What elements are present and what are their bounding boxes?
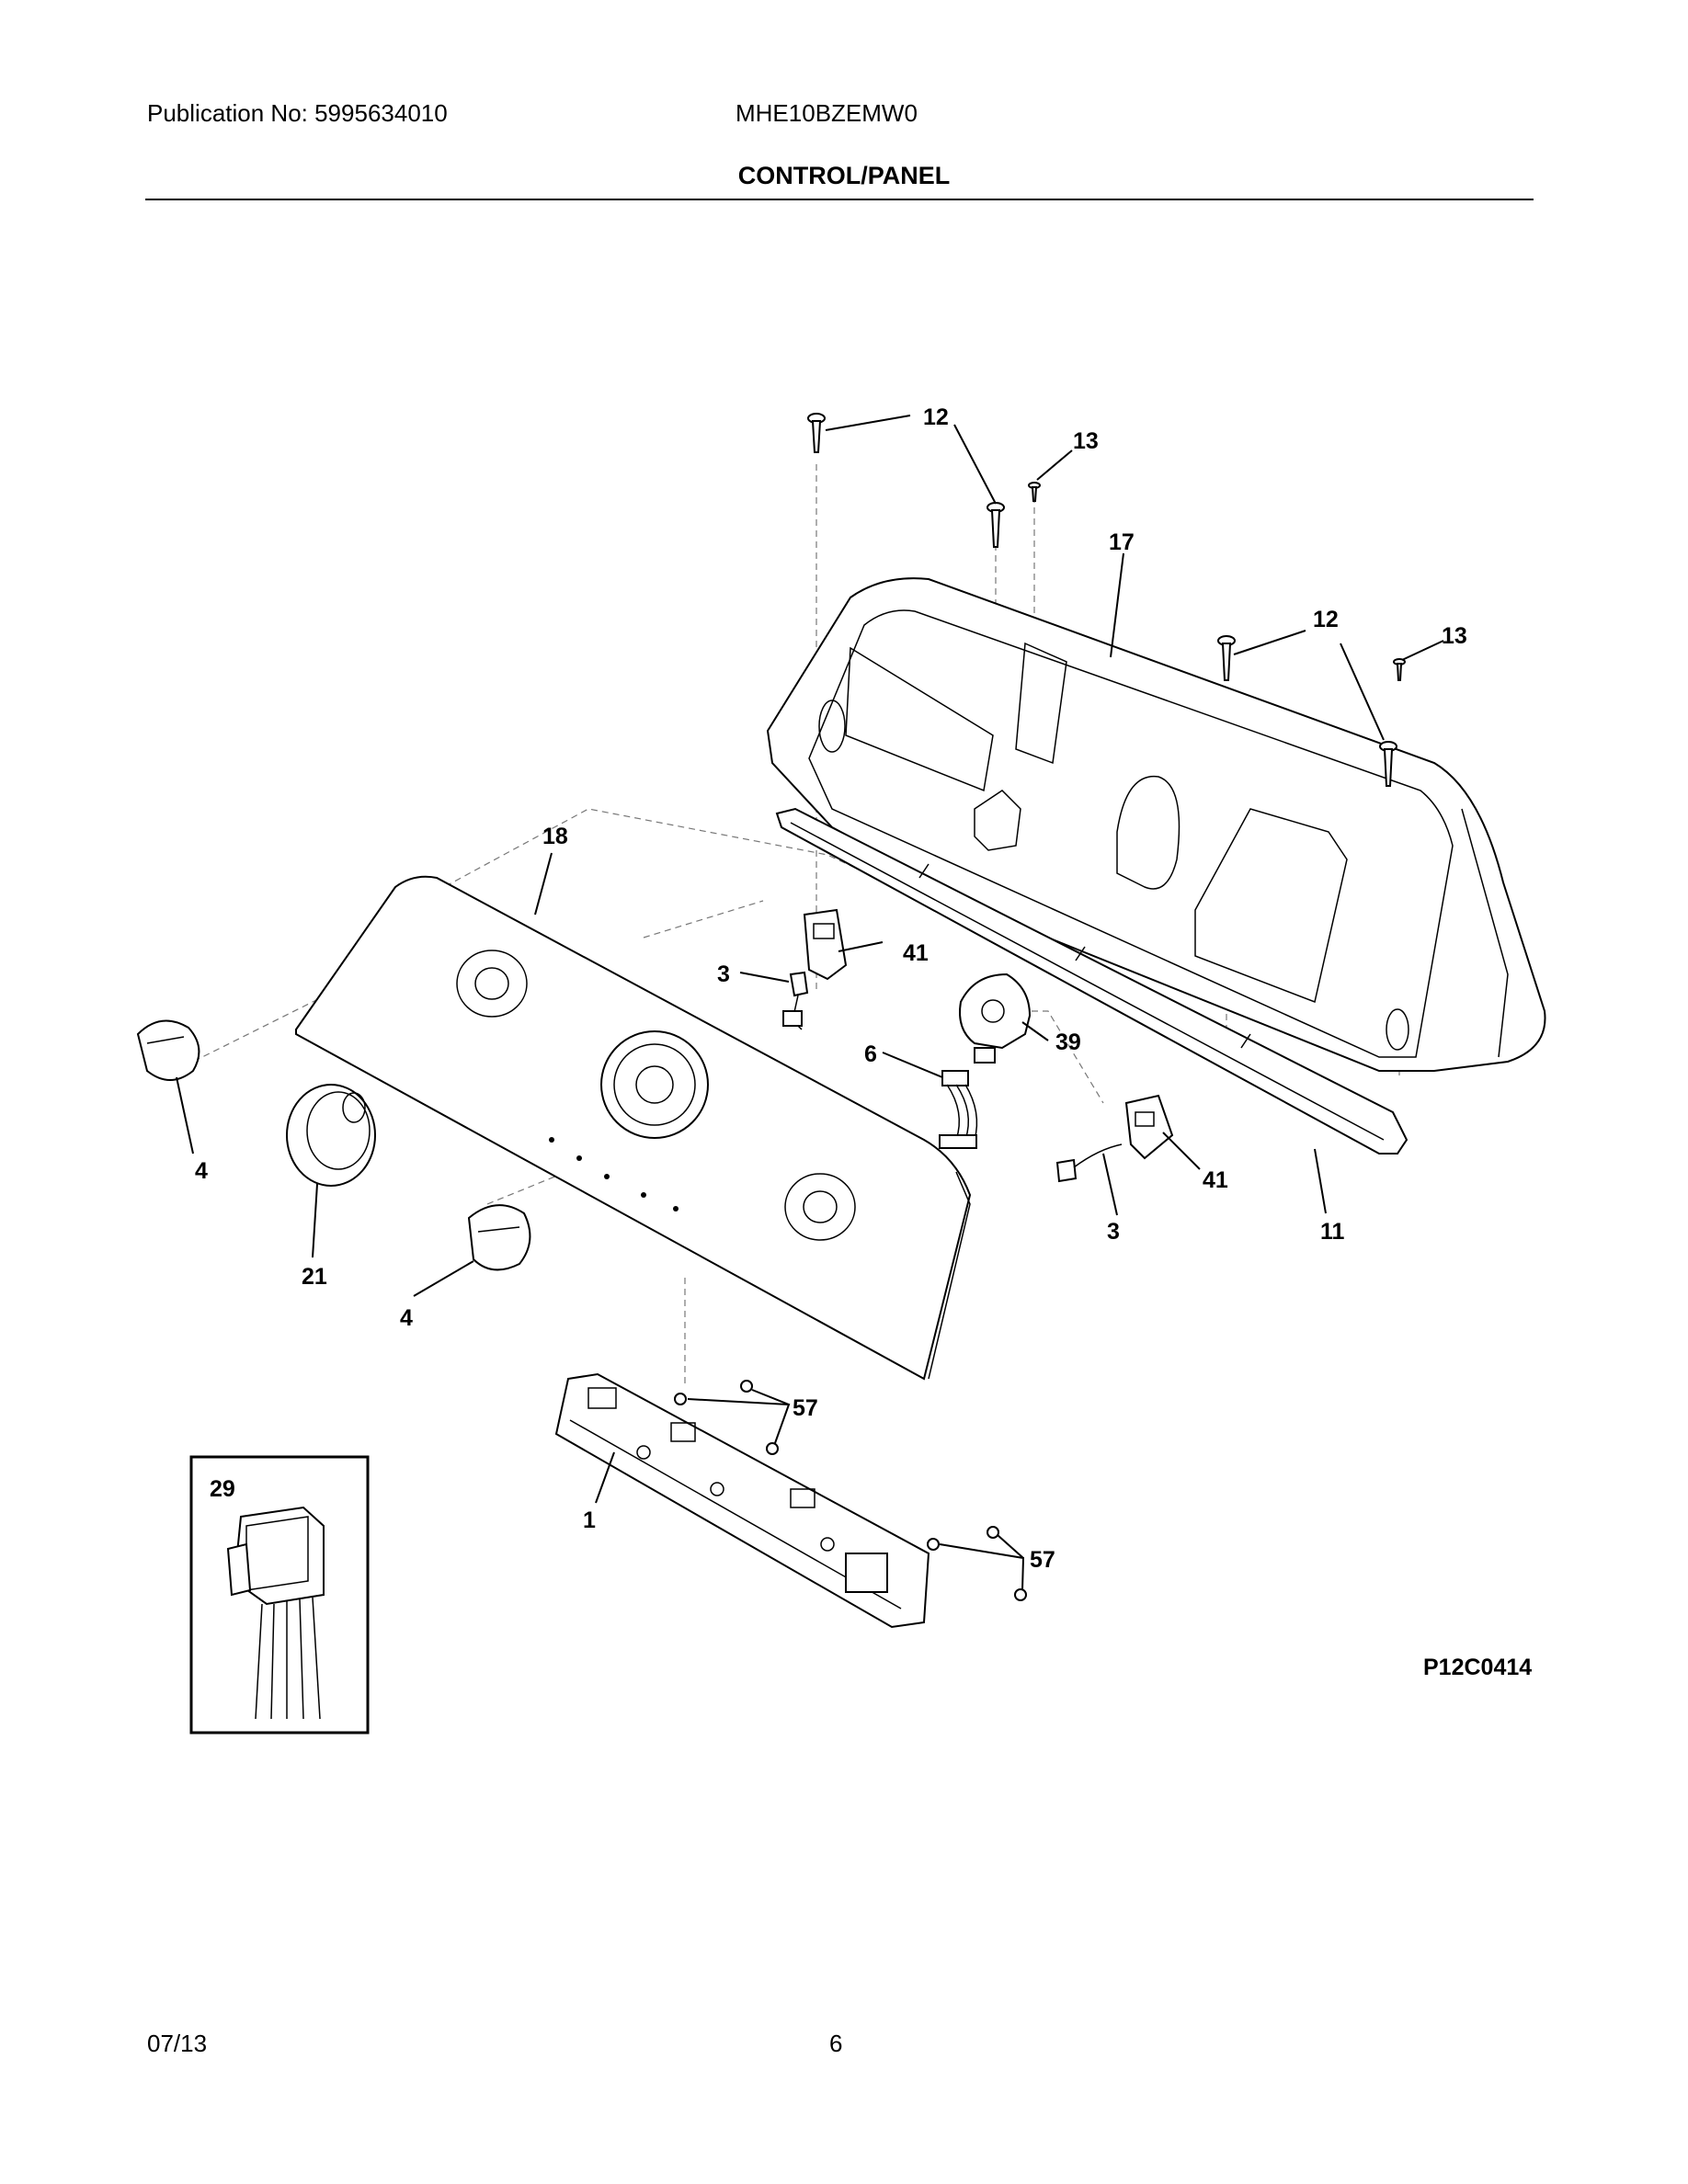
leader-lines	[176, 415, 1444, 1591]
callout-57: 57	[793, 1395, 818, 1421]
dial-knob-part-21	[286, 1084, 376, 1187]
screws-part-57-lower	[927, 1526, 1027, 1601]
screws-part-57-upper	[674, 1380, 779, 1455]
callout-13: 13	[1442, 623, 1467, 649]
callout-12: 12	[1313, 607, 1339, 632]
callout-1: 1	[583, 1507, 596, 1533]
control-panel-part-18	[295, 875, 972, 1381]
screw-part-13-a	[1028, 482, 1041, 502]
callout-41: 41	[1203, 1167, 1228, 1193]
trim-strip-part-11	[775, 807, 1409, 1155]
knob-part-4-upper	[136, 1019, 200, 1081]
diagram-code: P12C0414	[1423, 1655, 1533, 1680]
console-housing-part-17	[766, 577, 1546, 1072]
harness-part-6	[939, 1070, 978, 1149]
callout-41: 41	[903, 940, 929, 966]
callout-17: 17	[1109, 529, 1135, 555]
callout-11: 11	[1320, 1219, 1345, 1245]
callout-29: 29	[210, 1476, 235, 1502]
connector-part-3-upper	[782, 971, 809, 1030]
screw-part-12-c	[1217, 635, 1236, 681]
callout-39: 39	[1055, 1029, 1081, 1055]
callout-labels: 12 13 17 12 13 18 41 3 39 6 4 41 3 11 21…	[195, 404, 1467, 1573]
header-divider	[145, 199, 1534, 200]
callout-57: 57	[1030, 1547, 1055, 1573]
footer-date: 07/13	[147, 2030, 208, 2057]
publication-number: Publication No: 5995634010	[147, 99, 448, 127]
connector-detail-part-29	[189, 1455, 370, 1735]
screw-part-13-b	[1393, 658, 1406, 681]
page-title: CONTROL/PANEL	[737, 162, 951, 189]
selector-switch-part-39	[959, 973, 1032, 1064]
knob-part-4-lower	[467, 1204, 531, 1271]
screw-part-12-a	[807, 413, 826, 453]
switch-part-41-upper	[803, 908, 848, 981]
callout-3: 3	[717, 961, 730, 987]
connector-part-3-lower	[1055, 1143, 1123, 1183]
callout-18: 18	[542, 824, 568, 849]
switch-part-41-lower	[1124, 1094, 1174, 1160]
callout-13: 13	[1073, 428, 1099, 454]
control-board-part-1	[554, 1372, 930, 1629]
callout-21: 21	[302, 1264, 327, 1290]
callout-4: 4	[195, 1158, 208, 1184]
screw-part-12-d	[1379, 741, 1397, 787]
model-number: MHE10BZEMW0	[736, 99, 918, 127]
callout-3: 3	[1107, 1219, 1120, 1245]
callout-6: 6	[864, 1041, 877, 1067]
callout-4: 4	[400, 1305, 413, 1331]
callout-12: 12	[923, 404, 949, 430]
page-number: 6	[829, 2030, 843, 2057]
screw-part-12-b	[987, 502, 1005, 548]
